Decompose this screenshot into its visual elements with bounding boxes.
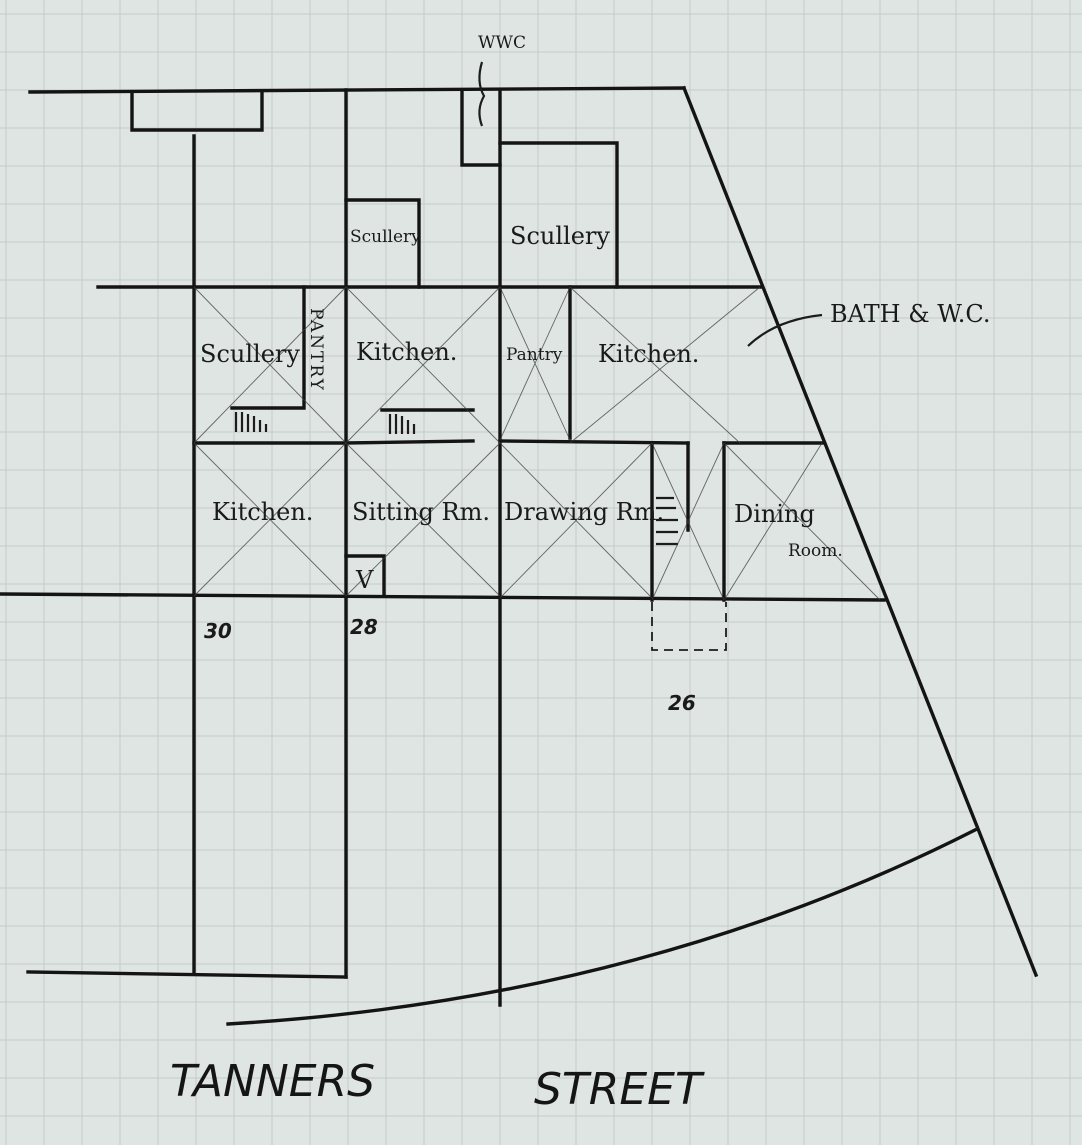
- street-name-street: STREET: [534, 1064, 705, 1115]
- label-v-closet: V: [355, 566, 374, 594]
- label-pantry-30: PANTRY: [306, 308, 326, 392]
- label-pantry-26: Pantry: [506, 345, 563, 365]
- label-dining: Dining: [734, 500, 815, 528]
- label-kitchen-28: Kitchen.: [356, 338, 457, 366]
- street-name-tanners: TANNERS: [170, 1056, 375, 1107]
- label-scullery-30: Scullery: [200, 340, 300, 368]
- room-cross-hatching: [193, 286, 881, 601]
- label-room: Room.: [788, 541, 843, 561]
- label-kitchen-26: Kitchen.: [598, 340, 699, 368]
- label-sitting-room: Sitting Rm.: [352, 498, 490, 526]
- label-drawing-room: Drawing Rm.: [504, 498, 664, 526]
- wwc-leader: [478, 61, 486, 127]
- label-kitchen-30: Kitchen.: [212, 498, 313, 526]
- structural-walls: [0, 85, 1039, 1007]
- house-number-28: 28: [350, 615, 378, 639]
- label-wwc: WWC: [478, 33, 526, 53]
- bay-outline: [651, 602, 727, 651]
- house-number-26: 26: [668, 691, 696, 715]
- street-curve: [226, 827, 978, 1026]
- label-scullery-28-rear: Scullery: [350, 227, 421, 247]
- stair-hatching: [234, 412, 678, 546]
- label-scullery-26-rear: Scullery: [510, 222, 610, 250]
- label-bath-wc: BATH & W.C.: [830, 300, 990, 328]
- bath-wc-leader: [747, 313, 823, 347]
- house-number-30: 30: [204, 619, 232, 643]
